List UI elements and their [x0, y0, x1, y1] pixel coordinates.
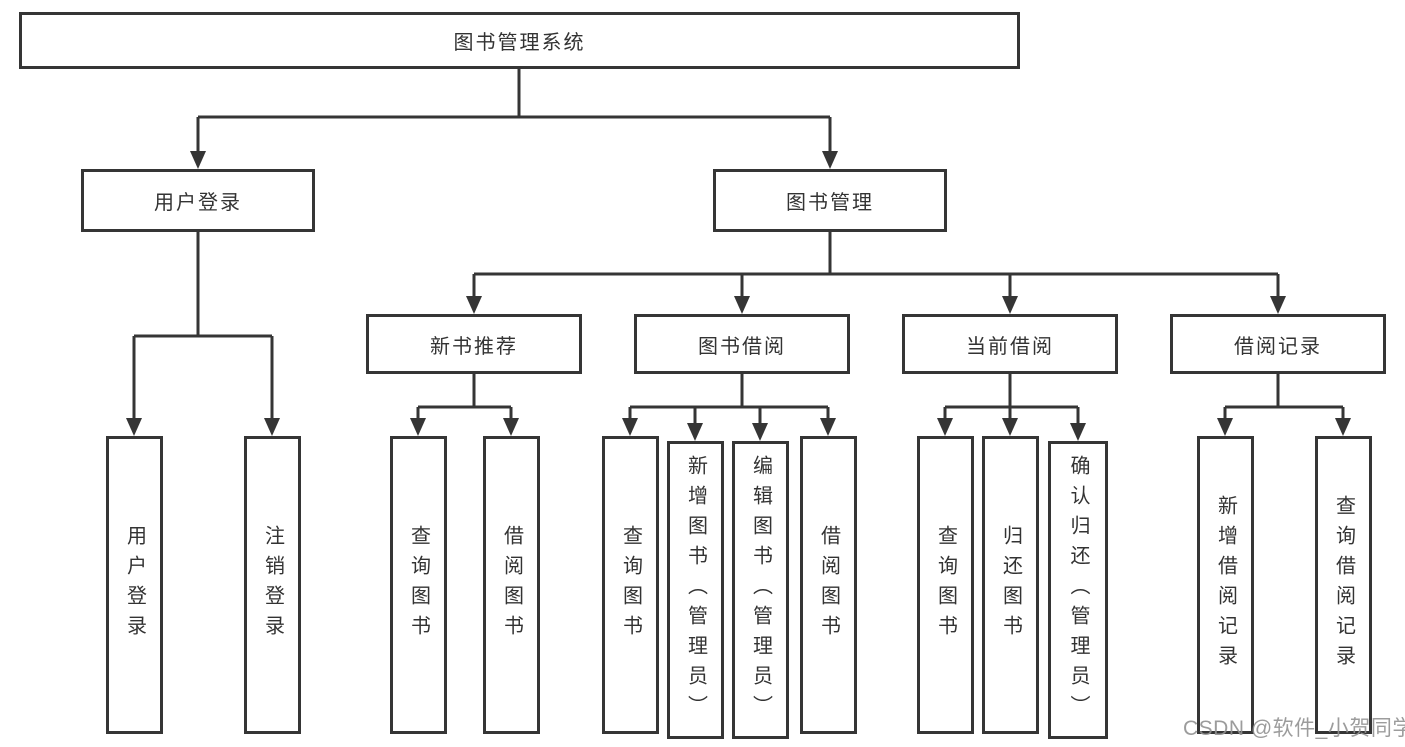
leaf-bb-borrow-books-label: 借阅图书 [817, 525, 840, 645]
new-book-recommend-branch [416, 374, 513, 418]
leaf-bb-query-books-label: 查询图书 [619, 525, 642, 645]
leaf-br-query-record-label: 查询借阅记录 [1332, 495, 1355, 675]
borrowing-records-branch [1223, 374, 1345, 418]
leaf-br-add-record-label: 新增借阅记录 [1214, 495, 1237, 675]
leaf-bb-edit-books-label: 编辑图书（管理员） [749, 455, 772, 725]
leaf-cb-return-books: 归还图书 [982, 436, 1039, 734]
leaf-nbr-query-books: 查询图书 [390, 436, 447, 734]
leaf-cb-query-books-label: 查询图书 [934, 525, 957, 645]
leaf-bb-add-books: 新增图书（管理员） [667, 441, 724, 739]
node-borrowing-records: 借阅记录 [1170, 314, 1386, 374]
leaf-bb-add-books-label: 新增图书（管理员） [684, 455, 707, 725]
node-library-management-system: 图书管理系统 [19, 12, 1020, 69]
new-book-recommend-arrowheads [410, 418, 519, 436]
book-borrowing-arrowheads [622, 418, 836, 441]
node-current-borrowing: 当前借阅 [902, 314, 1118, 374]
leaf-cb-confirm-return: 确认归还（管理员） [1048, 441, 1108, 739]
leaf-logout: 注销登录 [244, 436, 301, 734]
leaf-bb-query-books: 查询图书 [602, 436, 659, 734]
current-borrowing-branch [943, 374, 1080, 423]
csdn-watermark: CSDN @软件_小贺同学 [1183, 717, 1405, 740]
node-book-borrowing: 图书借阅 [634, 314, 850, 374]
node-book-management: 图书管理 [713, 169, 947, 232]
leaf-bb-borrow-books: 借阅图书 [800, 436, 857, 734]
user-login-branch-arrowheads [126, 418, 280, 436]
root-branch [196, 69, 832, 151]
leaf-br-add-record: 新增借阅记录 [1197, 436, 1254, 734]
leaf-cb-query-books: 查询图书 [917, 436, 974, 734]
book-borrowing-branch [628, 374, 830, 423]
leaf-nbr-borrow-books: 借阅图书 [483, 436, 540, 734]
leaf-bb-edit-books: 编辑图书（管理员） [732, 441, 789, 739]
leaf-nbr-borrow-books-label: 借阅图书 [500, 525, 523, 645]
book-management-branch [472, 232, 1280, 296]
root-branch-arrowheads [190, 151, 838, 169]
node-user-login: 用户登录 [81, 169, 315, 232]
leaf-user-login-label: 用户登录 [123, 525, 146, 645]
leaf-cb-return-books-label: 归还图书 [999, 525, 1022, 645]
node-new-book-recommend: 新书推荐 [366, 314, 582, 374]
leaf-br-query-record: 查询借阅记录 [1315, 436, 1372, 734]
user-login-branch [132, 232, 274, 418]
borrowing-records-arrowheads [1217, 418, 1351, 436]
current-borrowing-arrowheads [937, 418, 1086, 441]
leaf-logout-label: 注销登录 [261, 525, 284, 645]
leaf-user-login: 用户登录 [106, 436, 163, 734]
book-management-branch-arrowheads [466, 296, 1286, 314]
leaf-cb-confirm-return-label: 确认归还（管理员） [1067, 455, 1089, 725]
leaf-nbr-query-books-label: 查询图书 [407, 525, 430, 645]
